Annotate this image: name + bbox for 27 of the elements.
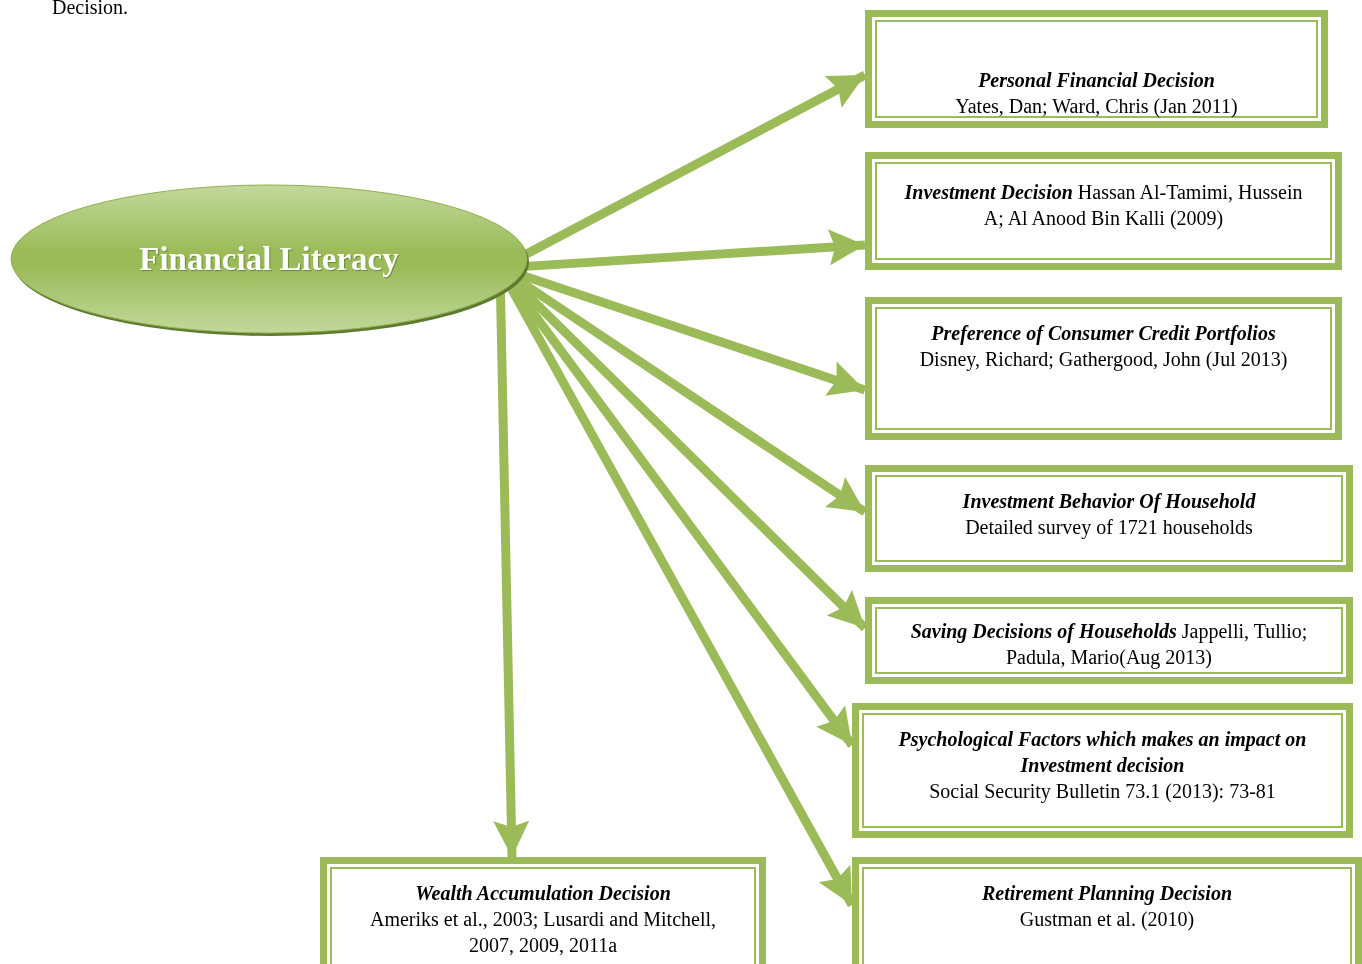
reference-text: Yates, Dan; Ward, Chris (Jan 2011) (954, 94, 1239, 119)
reference-box (320, 857, 766, 964)
node-heading: Wealth Accumulation Decision (414, 881, 672, 906)
reference-text: Gustman et al. (2010) (1018, 907, 1196, 932)
arrow (525, 229, 866, 271)
node-heading: Retirement Planning Decision (981, 881, 1233, 906)
reference-text: Ameriks et al., 2003; Lusardi and Mitchell, 2007, 2009, 2011a (368, 907, 717, 958)
reference-text: Investment Decision Hassan Al-Tamimi, Hussein A; Al Anood Bin Kalli (2009) (903, 180, 1304, 231)
reference-text: Detailed survey of 1721 households (964, 515, 1254, 540)
reference-box (865, 465, 1353, 572)
reference-box (865, 152, 1342, 270)
reference-box (852, 857, 1362, 964)
ellipse-node (10, 183, 528, 335)
reference-box (865, 597, 1353, 684)
reference-text: Saving Decisions of Households Jappelli, Tullio; Padula, Mario(Aug 2013) (909, 619, 1309, 670)
reference-text: Disney, Richard; Gathergood, John (Jul 2013) (918, 347, 1289, 372)
node-title: Financial Literacy (138, 240, 400, 278)
reference-box (865, 10, 1328, 128)
node-heading: Personal Financial Decision (977, 68, 1216, 93)
node-heading: Psychological Factors which makes an impact on Investment decision (897, 727, 1308, 778)
node-heading: Investment Behavior Of Household (961, 489, 1257, 514)
node-heading: Preference of Consumer Credit Portfolios (930, 321, 1277, 346)
cut-off-text: Decision. (52, 0, 129, 17)
reference-text: Social Security Bulletin 73.1 (2013): 73-81 (928, 779, 1277, 804)
arrow (493, 291, 530, 858)
reference-box (852, 703, 1353, 838)
reference-box (865, 297, 1342, 440)
